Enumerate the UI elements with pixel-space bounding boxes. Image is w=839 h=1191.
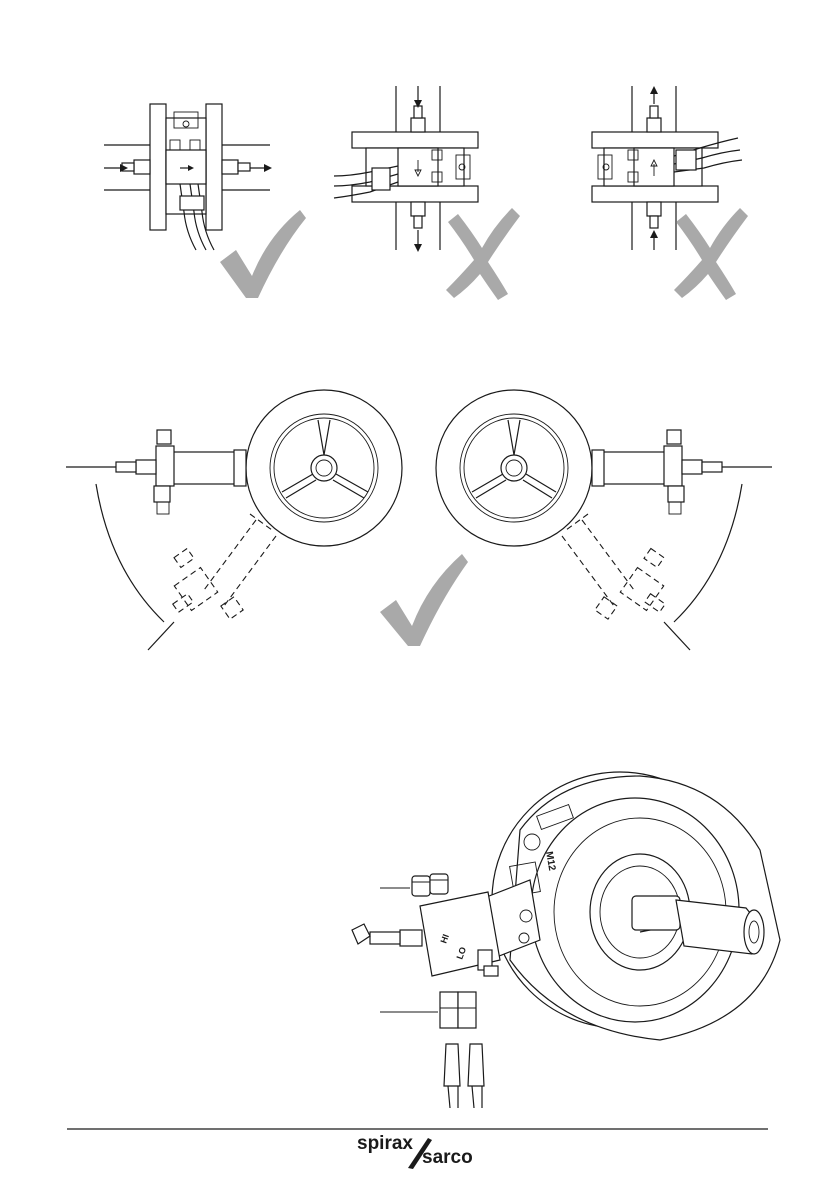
rotation-right-unit bbox=[436, 390, 772, 650]
panel-vertical-up bbox=[592, 86, 748, 300]
rotation-left-unit bbox=[66, 390, 402, 650]
panel-horizontal bbox=[104, 104, 306, 298]
assembly-view: M12 HI LO bbox=[352, 772, 780, 1108]
brand-logo: spirax sarco bbox=[357, 1133, 473, 1169]
check-mark-icon bbox=[220, 210, 306, 298]
brand-top: spirax bbox=[357, 1133, 413, 1154]
panel-rotation bbox=[66, 390, 772, 650]
impulse-tubes bbox=[444, 1044, 484, 1108]
cross-mark-icon bbox=[674, 208, 748, 300]
check-mark-icon bbox=[380, 554, 468, 646]
caps-top bbox=[412, 874, 448, 896]
fittings-bottom bbox=[440, 992, 476, 1028]
brand-bottom: sarco bbox=[422, 1147, 473, 1168]
cross-mark-icon bbox=[446, 208, 520, 300]
panel-vertical-down bbox=[334, 86, 520, 300]
